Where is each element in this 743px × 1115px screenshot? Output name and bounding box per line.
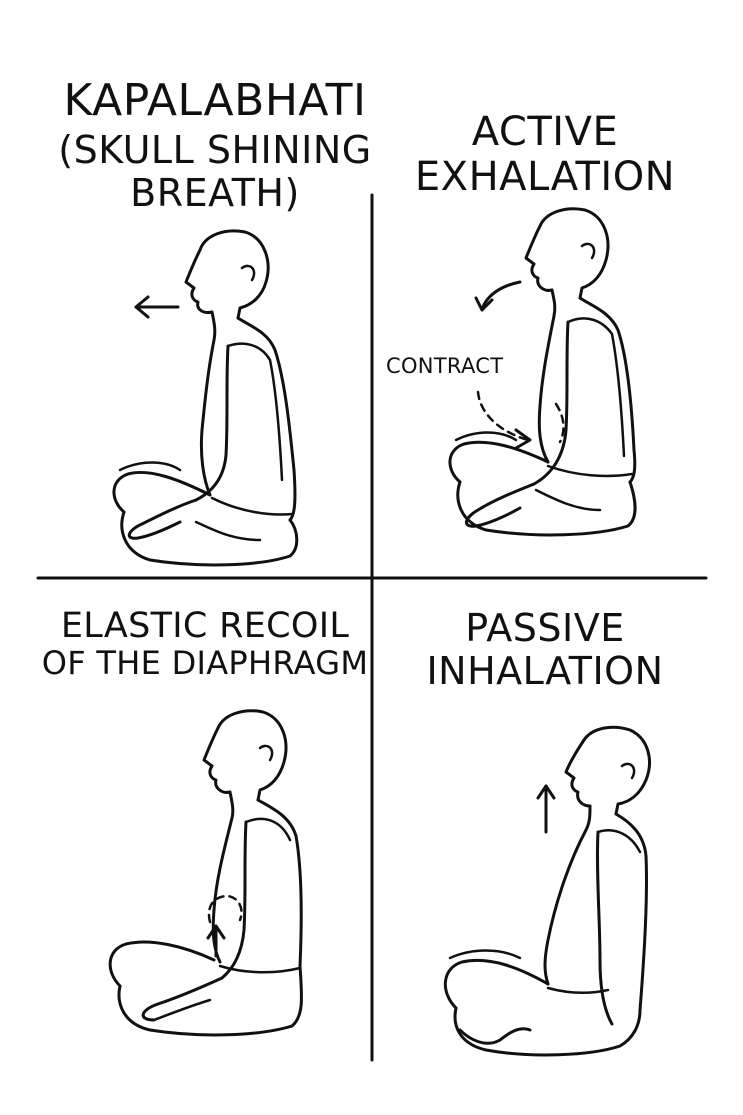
- title-line: EXHALATION: [395, 155, 695, 200]
- figure-bottom-right: [445, 727, 649, 1055]
- dashed-curved-arrow-icon: [478, 392, 530, 448]
- title-line: KAPALABHATI: [30, 76, 400, 125]
- arrow-up-icon: [208, 926, 224, 956]
- title-kapalabhati: KAPALABHATI (SKULL SHINING BREATH): [30, 76, 400, 214]
- arrow-left-icon: [136, 297, 178, 317]
- contract-label: CONTRACT: [386, 354, 503, 378]
- curved-arrow-icon: [476, 282, 520, 310]
- title-active-exhalation: ACTIVE EXHALATION: [395, 110, 695, 200]
- arrow-up-icon: [538, 786, 554, 832]
- title-passive-inhalation: PASSIVE INHALATION: [395, 607, 695, 692]
- title-line: BREATH): [30, 172, 400, 215]
- figure-top-left: [114, 231, 297, 565]
- title-line: ELASTIC RECOIL: [20, 607, 390, 646]
- title-line: INHALATION: [395, 650, 695, 693]
- figure-bottom-left: [110, 711, 301, 1035]
- title-line: (SKULL SHINING: [30, 129, 400, 172]
- title-line: PASSIVE: [395, 607, 695, 650]
- title-elastic-recoil: ELASTIC RECOIL OF THE DIAPHRAGM: [20, 607, 390, 682]
- title-line: OF THE DIAPHRAGM: [20, 646, 390, 682]
- title-line: ACTIVE: [395, 110, 695, 155]
